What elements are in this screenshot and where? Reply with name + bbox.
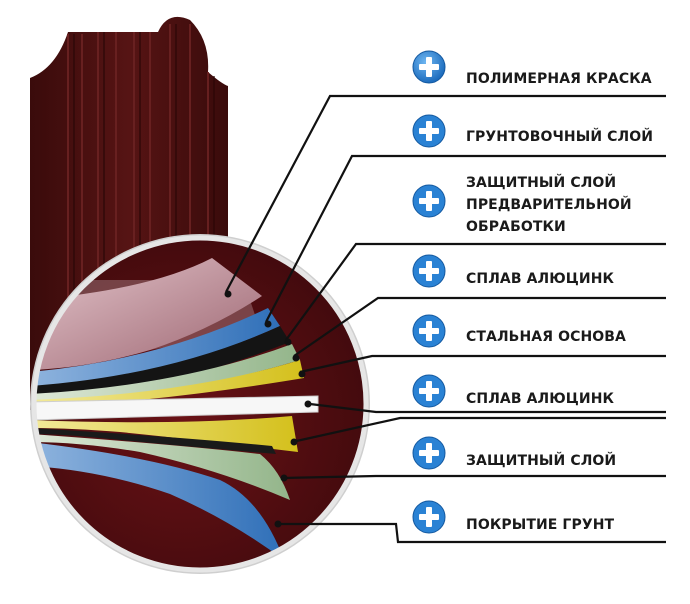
plus-icon bbox=[412, 314, 446, 348]
plus-icon bbox=[412, 436, 446, 470]
layer-label-protective: ЗАЩИТНЫЙ СЛОЙ bbox=[466, 450, 681, 472]
layer-label-steel-base: СТАЛЬНАЯ ОСНОВА bbox=[466, 326, 681, 348]
layer-label-aluzinc-bottom: СПЛАВ АЛЮЦИНК bbox=[466, 388, 681, 410]
layer-label-aluzinc-top: СПЛАВ АЛЮЦИНК bbox=[466, 268, 681, 290]
plus-icon bbox=[412, 114, 446, 148]
plus-icon bbox=[412, 500, 446, 534]
layer-label-polymer-paint: ПОЛИМЕРНАЯ КРАСКА bbox=[466, 68, 681, 90]
plus-icon bbox=[412, 374, 446, 408]
layer-label-primer-layer: ГРУНТОВОЧНЫЙ СЛОЙ bbox=[466, 126, 681, 148]
leader-line-protective bbox=[282, 476, 666, 478]
plus-icon bbox=[412, 254, 446, 288]
plus-icon bbox=[412, 50, 446, 84]
layer-label-primer-coating: ПОКРЫТИЕ ГРУНТ bbox=[466, 514, 681, 536]
layer-label-pretreatment: ЗАЩИТНЫЙ СЛОЙ ПРЕДВАРИТЕЛЬНОЙ ОБРАБОТКИ bbox=[466, 172, 681, 238]
plus-icon bbox=[412, 184, 446, 218]
